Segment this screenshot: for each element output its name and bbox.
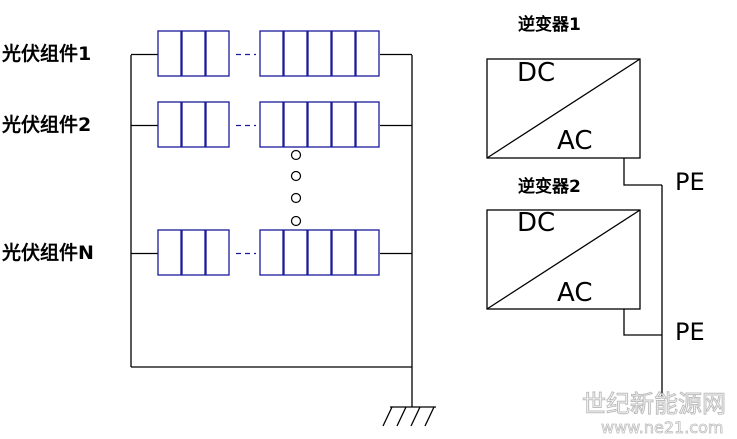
inverter-1-ac-label: AC bbox=[557, 126, 592, 156]
pv-module bbox=[181, 30, 206, 77]
pv-string-row bbox=[131, 101, 412, 148]
pv-module bbox=[259, 101, 284, 148]
pv-module bbox=[331, 101, 356, 148]
pe-wiring bbox=[623, 158, 663, 396]
inverter-2-ac-label: AC bbox=[557, 278, 592, 308]
pe-label-1: PE bbox=[675, 168, 705, 196]
pv-module bbox=[331, 229, 356, 276]
inverter-2-dc-label: DC bbox=[517, 208, 555, 238]
pv-module bbox=[307, 229, 332, 276]
pv-module bbox=[355, 30, 380, 77]
inverter-1-diagonal bbox=[486, 58, 641, 159]
pv-module bbox=[355, 101, 380, 148]
inverter-1: DC AC bbox=[486, 58, 641, 159]
inverter-1-title: 逆变器1 bbox=[518, 14, 581, 35]
pv-string-label-n: 光伏组件N bbox=[1, 241, 94, 264]
pv-array bbox=[131, 30, 412, 276]
inverter-1-box bbox=[486, 58, 641, 159]
pe-label-2: PE bbox=[675, 318, 705, 346]
pe-wire-2 bbox=[623, 309, 662, 336]
pv-module bbox=[181, 101, 206, 148]
pv-module bbox=[331, 30, 356, 77]
pv-module bbox=[283, 30, 308, 77]
watermark-url: www.ne21.com bbox=[601, 418, 723, 437]
pv-module bbox=[259, 30, 284, 77]
pv-module bbox=[259, 229, 284, 276]
pv-string-row bbox=[131, 229, 412, 276]
pv-module bbox=[355, 229, 380, 276]
pv-module bbox=[307, 30, 332, 77]
pv-module bbox=[205, 101, 230, 148]
pv-module bbox=[205, 30, 230, 77]
pv-string-label-1: 光伏组件1 bbox=[1, 42, 91, 65]
inverter-2-title: 逆变器2 bbox=[518, 176, 581, 197]
pv-string-label-2: 光伏组件2 bbox=[1, 113, 91, 136]
pv-module bbox=[307, 101, 332, 148]
pe-wire-1 bbox=[623, 158, 662, 186]
watermark-cn: 世纪新能源网 bbox=[582, 390, 726, 418]
inverter-2-box bbox=[486, 209, 641, 310]
pv-module bbox=[205, 229, 230, 276]
pv-module bbox=[283, 229, 308, 276]
pv-module bbox=[283, 101, 308, 148]
ellipsis-dots bbox=[290, 149, 302, 227]
inverter-2: DC AC bbox=[486, 208, 641, 310]
pv-module bbox=[157, 101, 182, 148]
pv-module bbox=[157, 229, 182, 276]
ground-icon bbox=[382, 406, 436, 427]
inverter-1-dc-label: DC bbox=[517, 58, 555, 88]
pv-string-row bbox=[131, 30, 412, 77]
pv-module bbox=[157, 30, 182, 77]
bus-rails bbox=[130, 55, 413, 407]
inverter-2-diagonal bbox=[486, 209, 641, 310]
pv-module bbox=[181, 229, 206, 276]
